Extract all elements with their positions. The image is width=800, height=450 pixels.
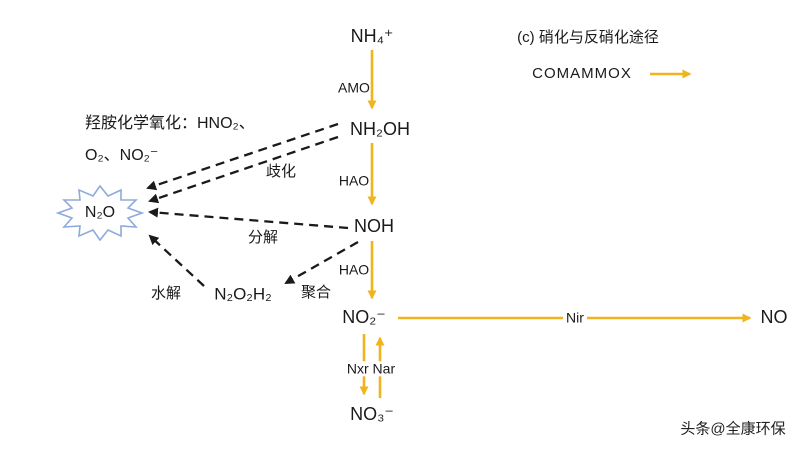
comammox-label: COMAMMOX [532,64,632,82]
hydroxylamine-oxidation-note-line1: 羟胺化学氧化：HNO₂、 [85,115,255,132]
diagram-title: (c) 硝化与反硝化途径 [517,28,659,46]
dashed-arrow-n2o2h2-hydrolysis-to-n2o [148,234,205,287]
process-polymerization: 聚合 [300,283,332,301]
node-noh: NOH [354,216,394,237]
process-disproportionation: 歧化 [265,162,297,180]
hydroxylamine-oxidation-note: 羟胺化学氧化：HNO₂、 O₂、NO₂⁻ [85,108,255,172]
dashed-arrow-hydroxylamine-oxidation-to-n2o [146,122,339,191]
enzyme-nir: Nir [563,309,587,326]
node-n2o2h2: N₂O₂H₂ [214,284,272,304]
process-decomposition: 分解 [247,228,279,246]
dashed-arrow-noh-decomposition-to-n2o [148,207,349,230]
node-no2: NO₂⁻ [339,307,389,328]
dashed-arrow-nh2oh-disproportionation-to-n2o [148,135,339,204]
enzyme-hao-2: HAO [338,261,370,278]
process-hydrolysis: 水解 [150,284,182,302]
enzyme-hao-1: HAO [338,172,370,189]
watermark: 头条@全康环保 [680,420,786,438]
n2o-starburst-shape [55,184,145,242]
node-nh2oh: NH₂OH [350,119,410,140]
enzyme-amo: AMO [338,79,370,96]
node-no3: NO₃⁻ [350,404,394,425]
node-no: NO [760,307,788,328]
hydroxylamine-oxidation-note-line2: O₂、NO₂⁻ [85,147,159,164]
node-n2o: N₂O [84,204,116,222]
node-nh4: NH₄⁺ [350,26,394,47]
enzyme-nxr-nar: Nxr Nar [343,360,399,377]
